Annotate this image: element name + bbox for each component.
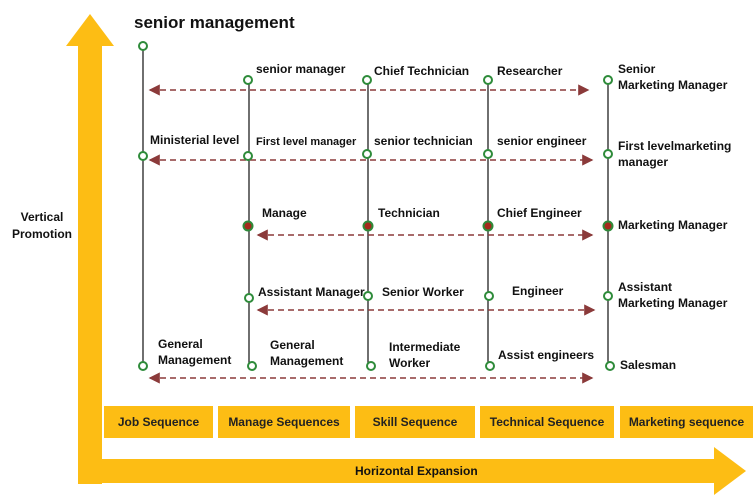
label-senior-marketing-manager: Senior Marketing Manager [618, 61, 727, 93]
label-senior-manager: senior manager [256, 62, 346, 76]
label-general-management-manage-line2: Management [270, 354, 344, 368]
label-engineer: Engineer [512, 284, 564, 298]
node-technician [362, 220, 374, 232]
band-skill-sequence: Skill Sequence [355, 406, 475, 438]
label-general-management-job-line1: General [158, 337, 203, 351]
label-senior-worker: Senior Worker [382, 285, 464, 299]
node-salesman [605, 361, 615, 371]
label-intermediate-worker-line1: Intermediate [389, 340, 461, 354]
label-general-management-manage-line1: General [270, 338, 315, 352]
label-chief-technician: Chief Technician [374, 64, 470, 78]
label-assistant-marketing-manager: Assistant Marketing Manager [618, 279, 727, 311]
label-intermediate-worker-line2: Worker [389, 356, 431, 370]
label-general-management-manage: General Management [270, 337, 343, 369]
label-marketing-manager: Marketing Manager [618, 218, 728, 232]
label-salesman: Salesman [620, 358, 677, 372]
node-chief-engineer [482, 220, 494, 232]
band-job-sequence: Job Sequence [104, 406, 213, 438]
node-assist-engineers [485, 361, 495, 371]
horizontal-axis-shaft [78, 459, 718, 483]
label-assistant-marketing-manager-line1: Assistant [618, 280, 673, 294]
node-general-management-job [138, 361, 148, 371]
label-first-level-marketing-manager-line2: manager [618, 155, 669, 169]
node-engineer [484, 291, 494, 301]
label-manage: Manage [262, 206, 307, 220]
label-assistant-marketing-manager-line2: Marketing Manager [618, 296, 728, 310]
node-assistant-manager [244, 293, 254, 303]
band-technical-sequence: Technical Sequence [480, 406, 614, 438]
horizontal-axis-label: Horizontal Expansion [355, 464, 478, 478]
diagram-title: senior management [134, 13, 295, 32]
label-senior-engineer: senior engineer [497, 134, 587, 148]
node-researcher [483, 75, 493, 85]
node-marketing-manager [602, 220, 614, 232]
label-senior-marketing-manager-line1: Senior [618, 62, 656, 76]
label-researcher: Researcher [497, 64, 563, 78]
vertical-axis-label-line1: Vertical [20, 210, 64, 224]
label-first-level-marketing-manager: First levelmarketing manager [618, 138, 731, 170]
node-manage [242, 220, 254, 232]
label-ministerial-level: Ministerial level [150, 133, 240, 147]
vertical-axis-label: Vertical Promotion [10, 209, 74, 243]
label-senior-technician: senior technician [374, 134, 473, 148]
node-senior-technician [362, 149, 372, 159]
label-general-management-job: General Management [158, 336, 231, 368]
vertical-axis-shaft [78, 44, 102, 484]
node-first-level-manager [243, 151, 253, 161]
node-senior-worker [363, 291, 373, 301]
label-assistant-manager: Assistant Manager [258, 285, 365, 299]
node-first-level-marketing-manager [603, 149, 613, 159]
node-chief-technician [362, 75, 372, 85]
horizontal-axis-arrowhead [714, 447, 746, 495]
node-intermediate-worker [366, 361, 376, 371]
vertical-axis-arrowhead [66, 14, 114, 46]
node-assistant-marketing-manager [603, 291, 613, 301]
node-senior-manager [243, 75, 253, 85]
band-manage-sequences: Manage Sequences [218, 406, 350, 438]
label-senior-marketing-manager-line2: Marketing Manager [618, 78, 728, 92]
node-general-management-manage [247, 361, 257, 371]
label-technician: Technician [378, 206, 440, 220]
band-marketing-sequence: Marketing sequence [620, 406, 753, 438]
label-chief-engineer: Chief Engineer [497, 206, 582, 220]
label-assist-engineers: Assist engineers [498, 348, 595, 362]
node-ministerial-level [138, 151, 148, 161]
label-first-level-manager: First level manager [256, 136, 357, 148]
vertical-axis-label-line2: Promotion [12, 227, 72, 241]
node-senior-engineer [483, 149, 493, 159]
label-intermediate-worker: Intermediate Worker [389, 339, 460, 371]
node-senior-marketing-manager [603, 75, 613, 85]
label-general-management-job-line2: Management [158, 353, 232, 367]
node-senior-management [138, 41, 148, 51]
label-first-level-marketing-manager-line1: First levelmarketing [618, 139, 732, 153]
